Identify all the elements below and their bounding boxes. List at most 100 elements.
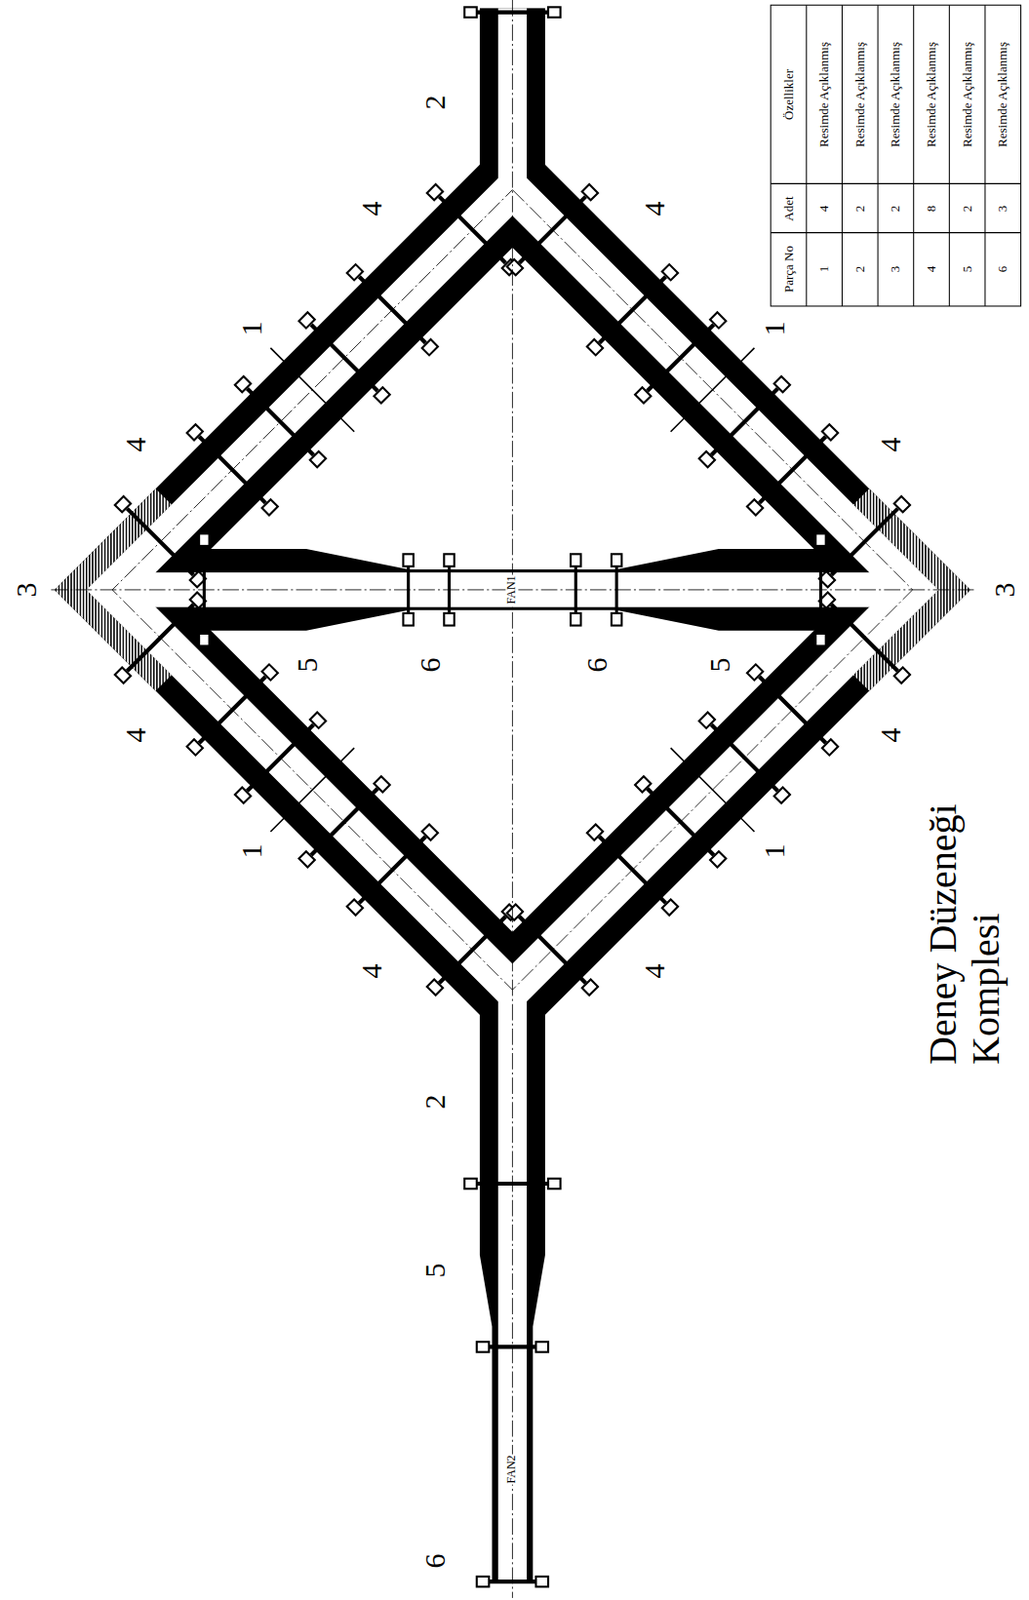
bolt-head bbox=[115, 667, 131, 683]
callout-number: 2 bbox=[417, 94, 450, 110]
callout-number: 3 bbox=[987, 582, 1020, 597]
callout-number: 1 bbox=[235, 320, 268, 336]
callout-number: 1 bbox=[235, 843, 268, 859]
bolt-head bbox=[476, 1342, 490, 1352]
table-cell: 2 bbox=[853, 204, 868, 212]
bolt-head bbox=[476, 1577, 490, 1587]
bolt-head bbox=[187, 739, 203, 755]
table-cell: 2 bbox=[888, 204, 903, 212]
fan-label: FAN1 bbox=[506, 574, 519, 605]
callout-number: 6 bbox=[412, 658, 445, 673]
bolt-head bbox=[443, 554, 454, 567]
callout-number: 1 bbox=[757, 320, 791, 336]
callout-number: 4 bbox=[355, 964, 388, 980]
table-cell: Adet bbox=[781, 196, 795, 221]
bolt-head bbox=[310, 451, 326, 468]
bolt-head bbox=[373, 776, 390, 792]
callout-number: 6 bbox=[580, 658, 613, 673]
table-cell: Resimde Açıklanmış bbox=[817, 41, 832, 148]
bolt-head bbox=[662, 899, 678, 915]
table-cell: 6 bbox=[995, 266, 1010, 274]
table-cell: 2 bbox=[960, 204, 975, 212]
callout-number: 5 bbox=[417, 1264, 450, 1279]
table-cell: 5 bbox=[960, 266, 975, 274]
fan-label: FAN2 bbox=[506, 1455, 519, 1486]
bolt-head bbox=[815, 533, 826, 547]
table-cell: Özellikler bbox=[781, 69, 795, 120]
table-rule bbox=[984, 4, 986, 307]
callout-number: 1 bbox=[757, 843, 791, 859]
bolt-head bbox=[570, 554, 581, 567]
table-cell: 4 bbox=[817, 204, 832, 212]
table-rule bbox=[877, 4, 879, 307]
bolt-head bbox=[662, 264, 678, 280]
bolt-head bbox=[298, 312, 315, 328]
bolt-head bbox=[822, 739, 838, 755]
bolt-head bbox=[634, 776, 651, 792]
bolt-head bbox=[774, 788, 791, 804]
parts-table bbox=[770, 4, 1021, 307]
bolt-head bbox=[611, 613, 622, 627]
bolt-head bbox=[815, 633, 826, 647]
bolt-head bbox=[570, 613, 581, 627]
callout-number: 4 bbox=[873, 728, 907, 744]
bolt-head bbox=[710, 851, 726, 868]
bolt-head bbox=[774, 376, 791, 393]
table-cell: Resimde Açıklanmış bbox=[995, 41, 1010, 148]
table-cell: 3 bbox=[888, 266, 903, 274]
bolt-head bbox=[464, 6, 477, 17]
bolt-head bbox=[262, 499, 278, 515]
bolt-head bbox=[347, 899, 363, 915]
bolt-head bbox=[587, 339, 603, 356]
table-border bbox=[770, 4, 1021, 307]
callout-number: 4 bbox=[637, 964, 671, 980]
callout-number: 5 bbox=[702, 658, 735, 673]
table-rule bbox=[770, 232, 1021, 234]
table-cell: 3 bbox=[995, 204, 1010, 212]
callout-number: 4 bbox=[873, 436, 907, 452]
bolt-head bbox=[894, 667, 911, 683]
table-rule bbox=[912, 4, 914, 307]
bolt-head bbox=[235, 376, 251, 393]
callout-number: 5 bbox=[289, 658, 322, 673]
bolt-head bbox=[548, 6, 561, 17]
table-cell: Resimde Açıklanmış bbox=[888, 41, 903, 148]
bolt-head bbox=[548, 1179, 561, 1189]
centre-lines bbox=[50, 0, 976, 1599]
bolt-head bbox=[373, 387, 390, 403]
drawing-title: Deney Düzeneği Komplesi bbox=[921, 772, 1008, 1066]
table-rule bbox=[841, 4, 843, 307]
bolt-head bbox=[310, 712, 326, 729]
bolt-head bbox=[427, 184, 443, 200]
callout-number: 4 bbox=[118, 436, 152, 452]
bolt-head bbox=[443, 613, 454, 627]
bolt-head bbox=[347, 264, 363, 280]
bolt-head bbox=[710, 312, 726, 328]
bolt-head bbox=[747, 664, 763, 680]
callout-number: 2 bbox=[417, 1095, 450, 1110]
bolt-head bbox=[699, 712, 715, 729]
bolt-head bbox=[699, 451, 715, 468]
table-cell: 4 bbox=[924, 266, 939, 274]
callout-number: 3 bbox=[9, 582, 42, 597]
table-cell: Resimde Açıklanmış bbox=[853, 41, 868, 148]
bolt-head bbox=[507, 259, 523, 276]
bolt-head bbox=[422, 824, 438, 840]
bolt-head bbox=[115, 496, 131, 513]
bolt-head bbox=[587, 824, 603, 840]
callout-number: 4 bbox=[355, 200, 388, 216]
bolt-head bbox=[535, 1577, 549, 1587]
bolt-head bbox=[402, 613, 413, 627]
table-rule bbox=[770, 183, 1021, 185]
fan2-axis bbox=[512, 0, 514, 1599]
bolt-head bbox=[187, 424, 203, 440]
bolt-head bbox=[427, 979, 443, 995]
bolt-head bbox=[582, 184, 598, 200]
bolt-head bbox=[822, 424, 838, 440]
table-cell: Parça No bbox=[781, 245, 795, 293]
bolt-head bbox=[535, 1342, 549, 1352]
bolt-head bbox=[464, 1179, 477, 1189]
bolt-head bbox=[262, 664, 278, 680]
